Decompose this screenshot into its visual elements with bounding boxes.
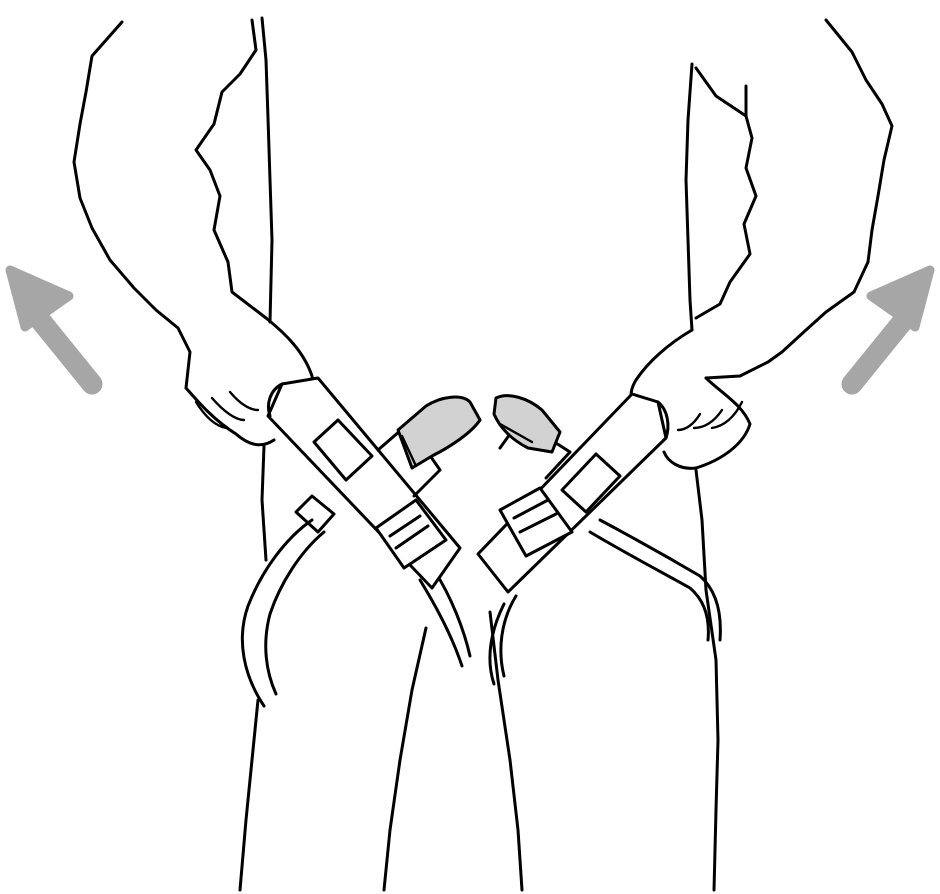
right-arm — [686, 20, 892, 378]
left-seat-pad — [398, 397, 480, 468]
legs — [240, 446, 718, 890]
left-arm — [74, 18, 272, 388]
arrow-up-left-icon — [10, 270, 92, 384]
arrow-up-right-icon — [852, 270, 930, 384]
leg-loop-straps — [242, 520, 720, 706]
